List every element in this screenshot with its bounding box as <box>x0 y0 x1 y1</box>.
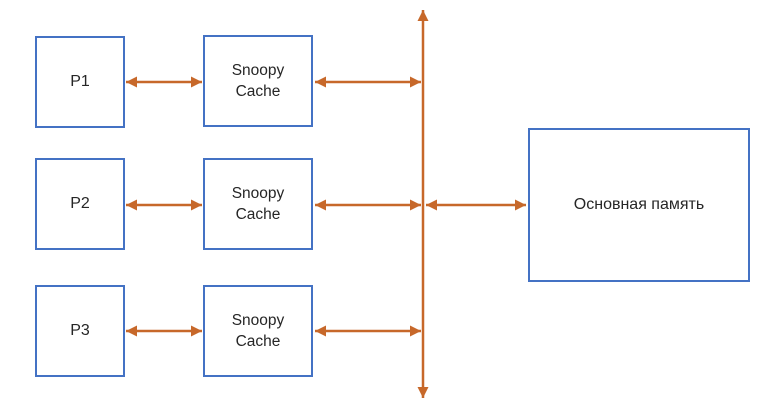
main-memory-label: Основная память <box>573 196 705 213</box>
processor-label: P1 <box>70 73 90 90</box>
processor-label: P3 <box>70 322 90 339</box>
main-memory-box: Основная память <box>528 128 750 282</box>
snoopy-cache-box-2: Snoopy Cache <box>203 158 313 250</box>
processor-label: P2 <box>70 195 90 212</box>
snoopy-cache-box-1: Snoopy Cache <box>203 35 313 127</box>
snoopy-cache-box-3: Snoopy Cache <box>203 285 313 377</box>
cache-label: Snoopy Cache <box>231 62 285 100</box>
processor-box-p3: P3 <box>35 285 125 377</box>
processor-box-p2: P2 <box>35 158 125 250</box>
cache-label: Snoopy Cache <box>231 185 285 223</box>
cache-label: Snoopy Cache <box>231 312 285 350</box>
processor-box-p1: P1 <box>35 36 125 128</box>
